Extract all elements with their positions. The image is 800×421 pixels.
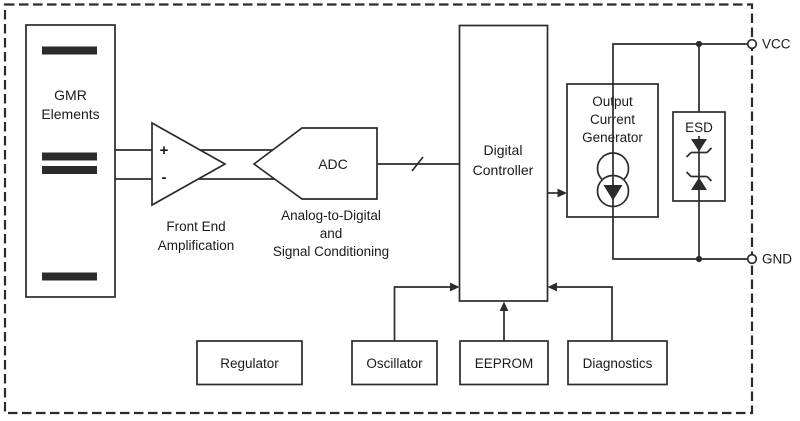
eeprom-label: EEPROM xyxy=(475,356,534,371)
wire-gnd-rail xyxy=(612,217,748,260)
esd-block: ESD xyxy=(672,111,726,259)
diagnostics-box xyxy=(567,340,668,386)
digital-controller-box xyxy=(458,24,549,302)
output-current-generator-block: Output Current Generator xyxy=(566,83,659,218)
esd-title: ESD xyxy=(685,120,713,135)
vcc-terminal-label: VCC xyxy=(762,37,791,52)
gmr-resistor-bar-icon xyxy=(42,272,97,281)
oscillator-label: Oscillator xyxy=(366,356,423,371)
wire-oscillator-to-controller xyxy=(393,286,450,341)
opamp-minus-input-label: - xyxy=(162,169,167,186)
eeprom-box xyxy=(459,340,549,386)
gnd-terminal-label: GND xyxy=(762,252,792,267)
zener-bend-tick xyxy=(706,175,713,182)
amp-caption-line1: Front End xyxy=(166,219,225,234)
bus-width-slash-icon xyxy=(411,156,424,172)
current-arrow-down-icon xyxy=(603,185,623,201)
wire-junction-dot xyxy=(695,40,703,48)
amp-caption-line2: Amplification xyxy=(158,238,235,253)
arrowhead-left-icon xyxy=(547,282,557,292)
digital-controller-label-line2: Controller xyxy=(473,162,534,178)
adc-caption-line1: Analog-to-Digital xyxy=(281,208,381,223)
chip-boundary-dashed-border xyxy=(3,3,754,415)
gmr-label-line1: GMR xyxy=(54,87,87,103)
zener-diode-up-icon xyxy=(691,177,707,190)
wire-vcc-rail xyxy=(612,43,748,84)
gmr-label-line2: Elements xyxy=(41,106,99,122)
gmr-resistor-bar-icon xyxy=(42,166,97,174)
zener-bend-tick xyxy=(685,171,692,178)
zener-diode-down-icon xyxy=(691,139,707,152)
adc-title: ADC xyxy=(318,156,348,172)
oscillator-block: Oscillator xyxy=(351,340,438,386)
zener-bend-tick xyxy=(706,147,713,154)
opamp-triangle-icon xyxy=(151,121,227,207)
gmr-resistor-bar-icon xyxy=(42,152,97,161)
diagnostics-block: Diagnostics xyxy=(567,340,668,386)
arrowhead-right-icon xyxy=(557,188,567,198)
gnd-terminal: GND xyxy=(746,252,792,267)
arrowhead-up-icon xyxy=(499,301,509,311)
regulator-block: Regulator xyxy=(196,340,303,386)
digital-controller-label-line1: Digital xyxy=(484,142,523,158)
eeprom-block: EEPROM xyxy=(459,340,549,386)
adc-pentagon-shape xyxy=(252,127,378,200)
regulator-box xyxy=(196,340,303,386)
wire-junction-dot xyxy=(695,255,703,263)
regulator-label: Regulator xyxy=(220,356,279,371)
gmr-elements-block: GMR Elements xyxy=(25,24,116,298)
front-end-amplifier: + - Front End Amplification xyxy=(151,121,235,253)
adc-block: ADC Analog-to-Digital and Signal Conditi… xyxy=(252,127,389,259)
arrowhead-right-icon xyxy=(450,282,460,292)
diagnostics-label: Diagnostics xyxy=(583,356,653,371)
opamp-plus-input-label: + xyxy=(160,142,169,159)
gmr-resistor-bar-icon xyxy=(42,46,97,55)
wire-diagnostics-to-controller xyxy=(557,286,613,341)
vcc-terminal: VCC xyxy=(746,37,791,52)
gnd-pin-circle-icon xyxy=(746,253,758,265)
adc-caption-line2: and xyxy=(320,226,343,241)
digital-controller-block: Digital Controller xyxy=(458,24,549,302)
gmr-elements-box xyxy=(25,24,116,298)
zener-bend-tick xyxy=(685,151,692,158)
vcc-pin-circle-icon xyxy=(746,38,758,50)
oscillator-box xyxy=(351,340,438,386)
adc-caption-line3: Signal Conditioning xyxy=(273,244,389,259)
